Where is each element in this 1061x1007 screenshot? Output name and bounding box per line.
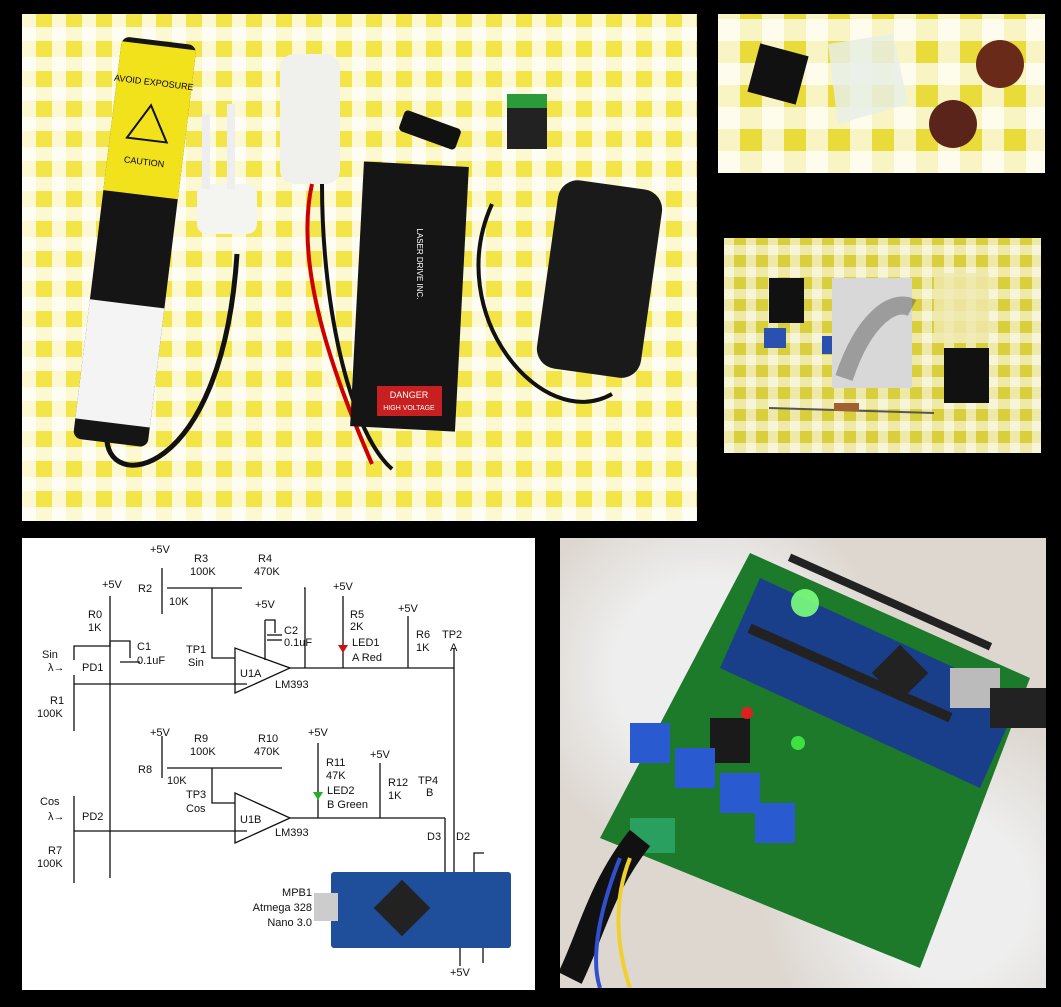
tp1-label: TP1	[186, 644, 206, 656]
c2-label: C2	[284, 625, 298, 637]
r5-value: 2K	[350, 621, 364, 633]
label-5v: +5V	[398, 603, 419, 615]
label-5v: +5V	[370, 749, 391, 761]
r6-value: 1K	[416, 642, 430, 654]
r2-value: 10K	[169, 596, 189, 608]
u1b-label: U1B	[240, 814, 261, 826]
r6-label: R6	[416, 629, 430, 641]
r5-label: R5	[350, 609, 364, 621]
photo-optics	[718, 14, 1045, 173]
led1-symbol	[338, 645, 348, 653]
components-illustration	[764, 273, 989, 414]
tp2-signal: A	[450, 642, 458, 654]
photo-laser-kit: AVOID EXPOSURE CAUTION LASER DRIVE INC. …	[22, 14, 697, 521]
tp3-signal: Cos	[186, 803, 206, 815]
tp4-signal: B	[426, 787, 433, 799]
schematic-wires	[73, 568, 484, 966]
r7-label: R7	[48, 845, 62, 857]
r1-label: R1	[50, 695, 64, 707]
pd1-signal: Sin	[42, 649, 58, 661]
mcu-board: Nano 3.0	[267, 917, 312, 929]
driver-hv-text: HIGH VOLTAGE	[383, 405, 435, 412]
photo-components	[724, 238, 1041, 453]
pd2-lambda: λ→	[48, 811, 65, 823]
r2-label: R2	[138, 583, 152, 595]
driver-danger-text: DANGER	[390, 390, 429, 400]
r8-label: R8	[138, 764, 152, 776]
r8-value: 10K	[167, 775, 187, 787]
led1-label: LED1	[352, 637, 380, 649]
pd1-lambda: λ→	[48, 662, 65, 674]
r9-value: 100K	[190, 746, 216, 758]
r10-label: R10	[258, 733, 278, 745]
r4-value: 470K	[254, 566, 280, 578]
mcu-name: MPB1	[282, 887, 312, 899]
tp4-label: TP4	[418, 775, 438, 787]
c1-label: C1	[137, 641, 151, 653]
schematic-svg: +5V +5V +5V +5V +5V +5V +5V +5V +5V R3 1…	[37, 544, 511, 979]
r9-label: R9	[194, 733, 208, 745]
tp2-label: TP2	[442, 629, 462, 641]
label-5v: +5V	[102, 579, 123, 591]
led2-desc: B Green	[327, 799, 368, 811]
pd2-signal: Cos	[40, 796, 60, 808]
r10-value: 470K	[254, 746, 280, 758]
label-5v: +5V	[150, 727, 171, 739]
c2-value: 0.1uF	[284, 637, 312, 649]
tube-caution-text: CAUTION	[123, 154, 164, 169]
r1-value: 100K	[37, 708, 63, 720]
r4-label: R4	[258, 553, 272, 565]
nano-usb-connector	[314, 893, 338, 921]
pin-d2-label: D2	[456, 831, 470, 843]
tp1-signal: Sin	[188, 657, 204, 669]
pcb-illustration	[560, 553, 1046, 988]
r3-value: 100K	[190, 566, 216, 578]
tp3-label: TP3	[186, 789, 206, 801]
mcu-chip: Atmega 328	[253, 902, 312, 914]
pd2-label: PD2	[82, 811, 103, 823]
label-5v: +5V	[255, 599, 276, 611]
r7-value: 100K	[37, 858, 63, 870]
led1-desc: A Red	[352, 652, 382, 664]
pd1-label: PD1	[82, 662, 103, 674]
label-5v: +5V	[450, 967, 471, 979]
r12-label: R12	[388, 777, 408, 789]
r0-value: 1K	[88, 622, 102, 634]
pin-d3-label: D3	[427, 831, 441, 843]
driver-brand-text: LASER DRIVE INC.	[415, 228, 424, 299]
u1a-label: U1A	[240, 668, 262, 680]
led2-label: LED2	[327, 785, 355, 797]
schematic-diagram: +5V +5V +5V +5V +5V +5V +5V +5V +5V R3 1…	[22, 538, 535, 990]
c1-value: 0.1uF	[137, 655, 165, 667]
r3-label: R3	[194, 553, 208, 565]
u1a-part: LM393	[275, 679, 309, 691]
r12-value: 1K	[388, 790, 402, 802]
u1b-part: LM393	[275, 827, 309, 839]
r11-value: 47K	[326, 770, 346, 782]
r11-label: R11	[326, 757, 345, 769]
label-5v: +5V	[150, 544, 171, 556]
optics-illustration	[747, 34, 1024, 148]
leds	[313, 645, 348, 800]
label-5v: +5V	[308, 727, 329, 739]
photo-assembled-pcb	[560, 538, 1046, 988]
label-5v: +5V	[333, 581, 354, 593]
led2-symbol	[313, 792, 323, 800]
r0-label: R0	[88, 609, 102, 621]
laser-kit-illustration: AVOID EXPOSURE CAUTION LASER DRIVE INC. …	[73, 37, 663, 471]
